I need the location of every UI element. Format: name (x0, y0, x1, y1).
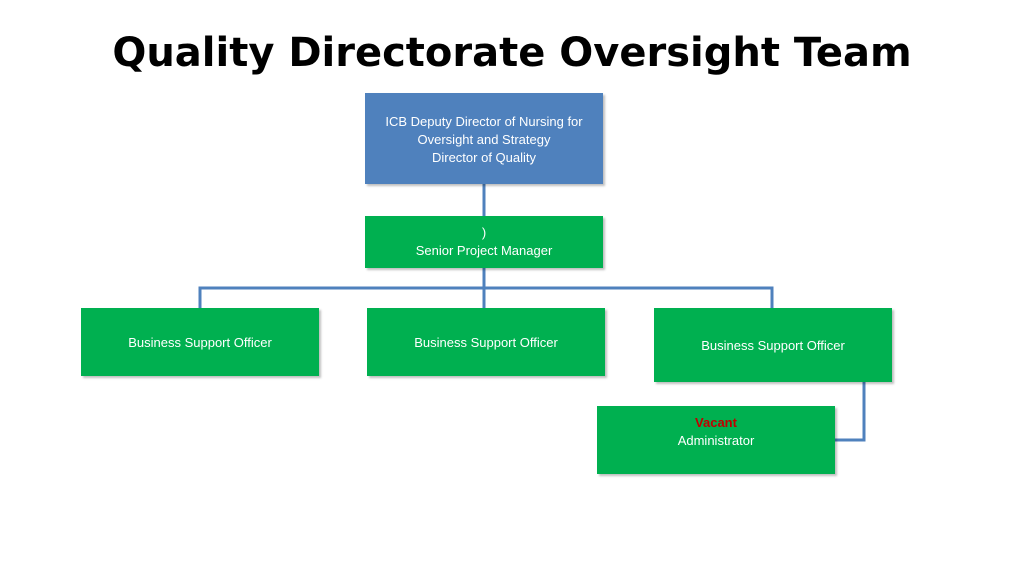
page-title: Quality Directorate Oversight Team (112, 30, 912, 76)
business-support-officer-right-label: Business Support Officer (701, 338, 845, 353)
business-support-officer-left-box: Business Support Officer (81, 308, 319, 376)
director-title-line-3: Director of Quality (431, 150, 537, 165)
business-support-officer-middle-box: Business Support Officer (367, 308, 605, 376)
business-support-officer-left-label: Business Support Officer (128, 335, 272, 350)
director-title-line-2: Oversight and Strategy (417, 132, 551, 147)
business-support-officer-middle-label: Business Support Officer (414, 335, 558, 350)
business-support-officer-right-box: Business Support Officer (654, 308, 892, 382)
project-manager-name: ) (481, 225, 487, 240)
project-manager-box: ) Senior Project Manager (365, 216, 603, 268)
administrator-vacant-status: Vacant (695, 415, 737, 430)
administrator-box: Vacant Administrator (597, 406, 835, 474)
director-box: ICB Deputy Director of Nursing for Overs… (365, 93, 603, 184)
administrator-label: Administrator (677, 433, 755, 448)
director-title-line-1: ICB Deputy Director of Nursing for (385, 114, 583, 129)
project-manager-role: Senior Project Manager (415, 243, 553, 258)
connector-officer-to-administrator (833, 380, 866, 442)
connector-team-bar (198, 286, 774, 310)
